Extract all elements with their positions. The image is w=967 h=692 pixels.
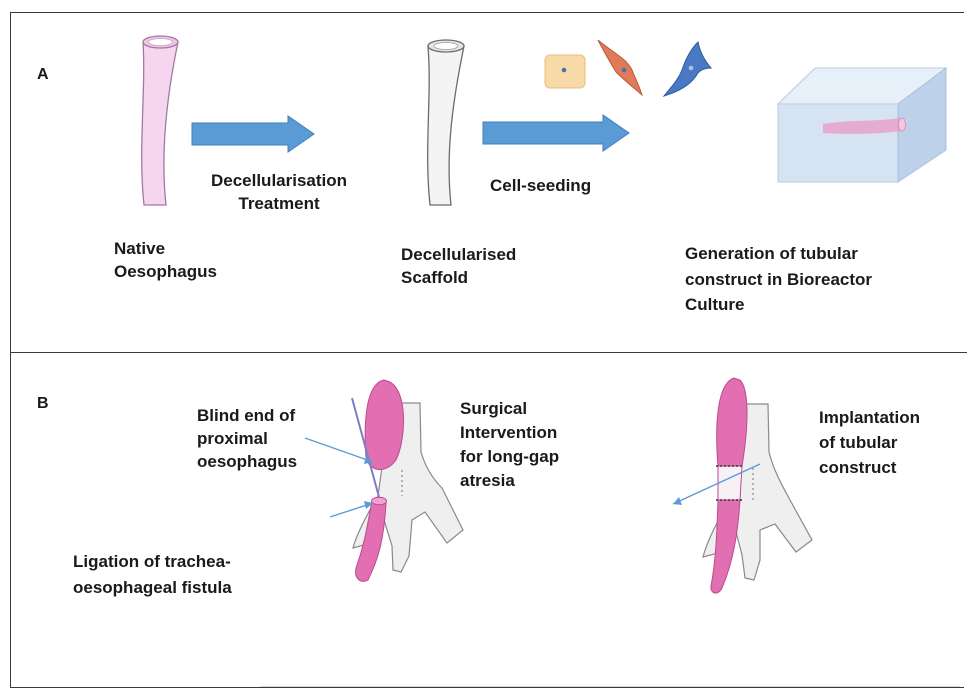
- proximal-pouch-icon: [365, 380, 403, 470]
- cell-seeding-label: Cell‐seeding: [490, 175, 591, 198]
- blind-end-label: Blind end of proximal oesophagus: [197, 405, 297, 474]
- panel-b-letter: B: [37, 395, 49, 413]
- scaffold-label: Decellularised Scaffold: [401, 244, 516, 290]
- blind-end-pointer-icon: [305, 438, 373, 464]
- panel-a-letter: A: [37, 66, 49, 84]
- stellate-cell-icon: [664, 42, 711, 96]
- native-oesophagus-label: Native Oesophagus: [114, 238, 217, 284]
- bioreactor-icon: [778, 68, 946, 182]
- decellularisation-label: Decellularisation Treatment: [200, 170, 358, 216]
- implantation-label: Implantation of tubular construct: [819, 405, 920, 480]
- fistula-pointer-icon: [330, 501, 373, 517]
- native-oesophagus-icon: [142, 36, 178, 205]
- ligation-label: Ligation of trachea- oesophageal fistula: [73, 549, 232, 600]
- generation-label: Generation of tubular construct in Biore…: [685, 241, 872, 318]
- arrow-1-icon: [192, 116, 314, 152]
- square-cell-icon: [545, 55, 585, 88]
- arrow-2-icon: [483, 115, 629, 151]
- surgical-intervention-label: Surgical Intervention for long-gap atres…: [460, 397, 559, 494]
- scaffold-tube-icon: [428, 40, 464, 205]
- spindle-cell-icon: [598, 40, 642, 95]
